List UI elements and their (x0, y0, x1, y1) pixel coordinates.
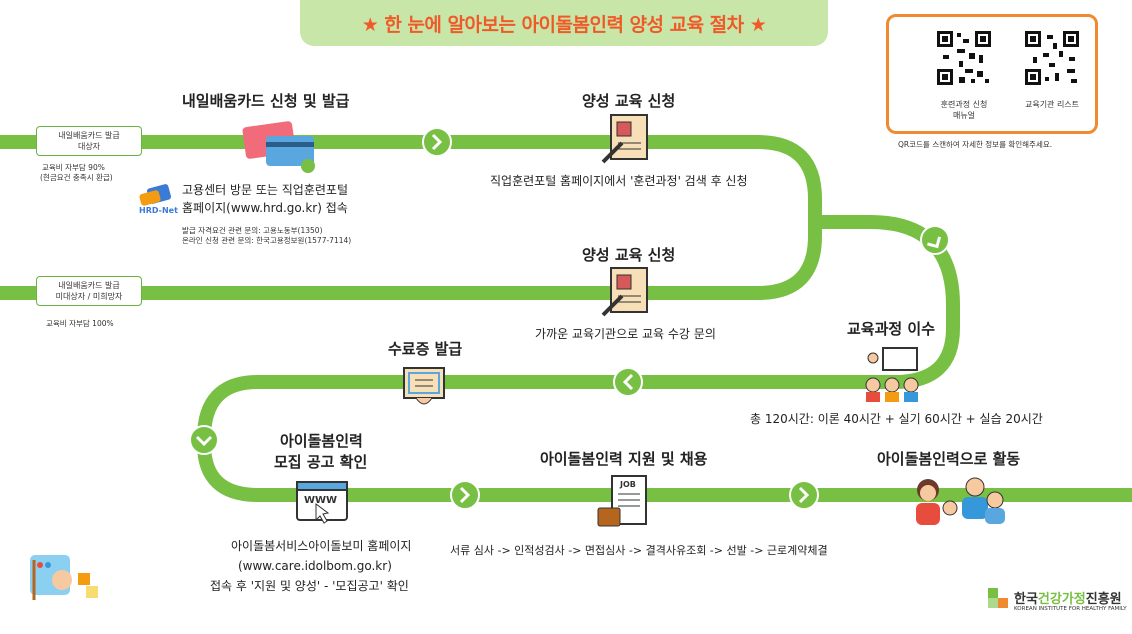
certificate-icon (403, 367, 445, 405)
entry-line1: 내일배움카드 발급 (58, 131, 120, 140)
step-card-note1: 발급 자격요건 관련 문의: 고용노동부(1350) (182, 226, 323, 235)
org-name-a: 한국 (1014, 592, 1038, 607)
step-card-desc2: 홈페이지(www.hrd.go.kr) 접속 (182, 201, 348, 215)
entry1-note1: 교육비 자부담 90% (42, 163, 105, 172)
step-apply1-title: 양성 교육 신청 (582, 92, 676, 110)
qr-code-icon-manual[interactable] (935, 29, 993, 87)
credit-card-icon (242, 121, 315, 173)
qr-panel: 훈련과정 신청 매뉴얼 교육기관 리스트 (886, 14, 1098, 134)
hrd-net-logo-text: HRD-Net (139, 206, 178, 215)
entry2-note1: 교육비 자부담 100% (46, 319, 114, 328)
step-hire-desc: 서류 심사 -> 인적성검사 -> 면접심사 -> 결격사유조회 -> 선발 -… (450, 544, 828, 557)
step-hire-title: 아이돌봄인력 지원 및 채용 (540, 450, 708, 468)
entry-card-ineligible: 내일배움카드 발급 미대상자 / 미희망자 (36, 276, 142, 306)
arrow-right-icon-2 (450, 480, 480, 510)
step-card-desc1: 고용센터 방문 또는 직업훈련포털 (182, 183, 349, 197)
arrow-right-icon-3 (789, 480, 819, 510)
org-name-b: 건강가정 (1037, 592, 1086, 607)
entry-line2: 미대상자 / 미희망자 (55, 292, 123, 301)
arrow-down-icon-2 (189, 425, 219, 455)
www-icon-text: WWW (304, 495, 338, 506)
entry-card-eligible: 내일배움카드 발급 대상자 (36, 126, 142, 156)
qr-label-manual: 훈련과정 신청 매뉴얼 (925, 99, 1003, 121)
track-top (0, 135, 822, 233)
step-recruit-title2: 모집 공고 확인 (274, 453, 368, 471)
qr-label-manual-line2: 매뉴얼 (952, 111, 976, 120)
org-name-c: 진흥원 (1085, 592, 1122, 607)
job-document-icon (597, 475, 647, 527)
arrow-left-icon (613, 367, 643, 397)
step-recruit-desc1: 아이돌봄서비스아이돌보미 홈페이지 (231, 539, 412, 553)
step-course-title: 교육과정 이수 (847, 320, 936, 338)
org-subtitle: KOREAN INSTITUTE FOR HEALTHY FAMILY (1014, 606, 1127, 612)
step-course-desc: 총 120시간: 이론 40시간 + 실기 60시간 + 실습 20시간 (750, 412, 1043, 426)
hrd-net-logo-icon (139, 184, 172, 206)
family-caregiver-icon (916, 477, 1005, 525)
application-form-icon-2 (601, 267, 648, 317)
web-browser-icon (296, 481, 348, 524)
classroom-icon (865, 347, 919, 402)
org-name: 한국건강가정진흥원 (1014, 588, 1122, 607)
step-card-note2: 온라인 신청 관련 문의: 한국고용정보원(1577-7114) (182, 236, 352, 245)
qr-label-institutions: 교육기관 리스트 (1024, 100, 1080, 109)
step-apply2-title: 양성 교육 신청 (582, 246, 676, 264)
application-form-icon-1 (601, 114, 648, 164)
entry-line1: 내일배움카드 발급 (58, 281, 120, 290)
entry1-note2: (현금요건 충족시 환급) (40, 173, 113, 182)
arrow-right-icon-1 (422, 127, 452, 157)
step-recruit-title1: 아이돌봄인력 (280, 432, 363, 450)
step-active-title: 아이돌봄인력으로 활동 (877, 450, 1021, 468)
org-logo-icon (988, 588, 1008, 608)
track-second (0, 225, 822, 300)
step-cert-title: 수료증 발급 (388, 340, 463, 358)
job-label: JOB (620, 480, 636, 489)
step-apply2-desc: 가까운 교육기관으로 교육 수강 문의 (535, 327, 716, 341)
toys-decoration-icon (30, 555, 98, 600)
qr-code-icon-institutions[interactable] (1023, 29, 1081, 87)
entry-line2: 대상자 (77, 142, 101, 151)
step-apply1-desc: 직업훈련포털 홈페이지에서 '훈련과정' 검색 후 신청 (490, 174, 748, 188)
qr-label-manual-line1: 훈련과정 신청 (940, 100, 988, 109)
step-recruit-desc2: (www.care.idolbom.go.kr) (238, 559, 392, 573)
step-card-title: 내일배움카드 신청 및 발급 (182, 92, 350, 110)
step-recruit-desc3: 접속 후 '지원 및 양성' - '모집공고' 확인 (210, 579, 409, 593)
arrow-down-icon-1 (920, 225, 950, 255)
page-title: ★ 한 눈에 알아보는 아이돌봄인력 양성 교육 절차 ★ (300, 0, 828, 46)
qr-instruction: QR코드를 스캔하여 자세한 정보를 확인해주세요. (898, 140, 1053, 149)
